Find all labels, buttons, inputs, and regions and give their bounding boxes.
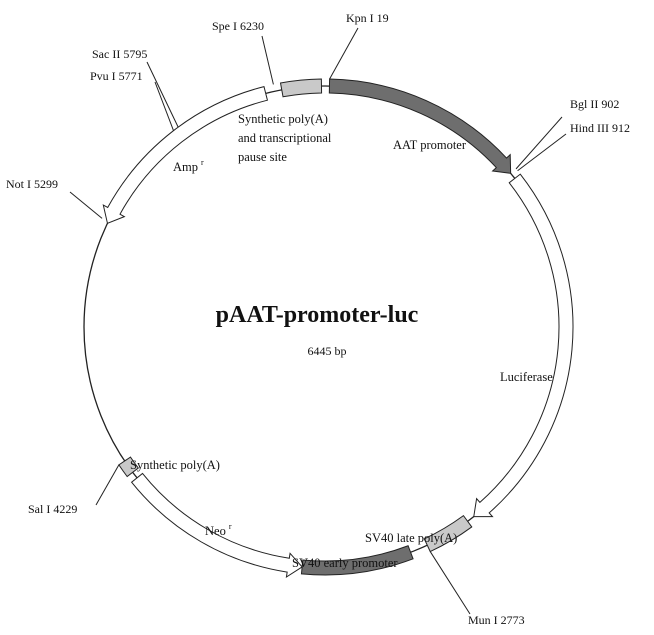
feature-amp-arc	[102, 86, 269, 224]
feature-sv40-early-promoter-arc	[300, 545, 414, 576]
site-label-spe1: Spe I 6230	[212, 19, 264, 33]
feature-aat-promoter-arc	[328, 78, 512, 174]
site-label-pvu1: Pvu I 5771	[90, 69, 143, 83]
plasmid-name: pAAT-promoter-luc	[216, 302, 419, 328]
site-mun1-line	[429, 551, 471, 615]
feature-label-neo-name: Neo	[205, 524, 226, 538]
feature-neo-arc	[130, 472, 303, 579]
site-label-mun1: Mun I 2773	[468, 613, 525, 627]
site-pvu1-line	[154, 81, 174, 131]
feature-label-luciferase: Luciferase	[500, 370, 553, 384]
feature-label-sv40-late-polya: SV40 late poly(A)	[365, 531, 457, 545]
plasmid-size: 6445 bp	[308, 344, 347, 358]
feature-label-synthetic-polya-pause: Synthetic poly(A) and transcriptional pa…	[238, 112, 335, 164]
site-label-hind3: Hind III 912	[570, 121, 630, 135]
feature-label-neo-sup: r	[229, 522, 232, 531]
feature-synthetic-polya-pause-arc	[279, 78, 323, 98]
site-label-not1: Not I 5299	[6, 177, 58, 191]
feature-label-amp-sup: r	[201, 158, 204, 167]
feature-luciferase-arc	[473, 173, 574, 518]
site-sal1-line	[95, 464, 120, 506]
site-label-bgl2: Bgl II 902	[570, 97, 619, 111]
feature-label-amp-name: Amp	[173, 160, 198, 174]
site-label-kpn1: Kpn I 19	[346, 11, 389, 25]
feature-label-aat-promoter: AAT promoter	[393, 138, 467, 152]
site-label-sal1: Sal I 4229	[28, 502, 77, 516]
feature-label-synthetic-polya-pause-line3: pause site	[238, 150, 287, 164]
feature-label-synthetic-polya: Synthetic poly(A)	[130, 458, 220, 472]
site-spe1-line	[261, 35, 274, 85]
site-label-sac2: Sac II 5795	[92, 47, 147, 61]
site-not1-line	[69, 191, 103, 219]
site-bgl2-line	[515, 116, 563, 170]
feature-sv40-late-polya-arc	[423, 514, 473, 553]
feature-label-sv40-early-promoter: SV40 early promoter	[292, 556, 398, 570]
site-hind3-line	[517, 133, 567, 172]
feature-label-synthetic-polya-pause-line2: and transcriptional	[238, 131, 332, 145]
site-sac2-line	[146, 61, 179, 128]
site-kpn1-line	[329, 27, 359, 80]
feature-label-synthetic-polya-pause-line1: Synthetic poly(A)	[238, 112, 328, 126]
feature-synthetic-polya-arc	[118, 456, 140, 478]
